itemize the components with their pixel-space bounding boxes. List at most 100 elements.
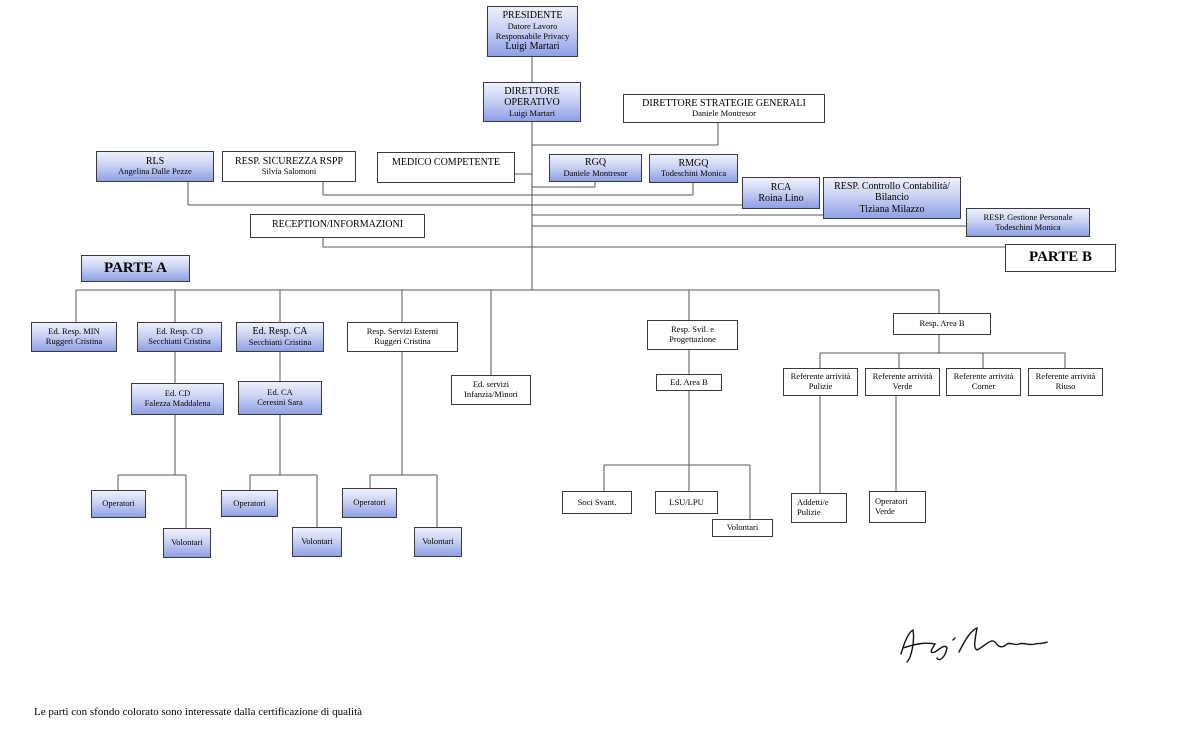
svil-title2: Progettazione bbox=[669, 334, 716, 344]
area-b-resp-title: Resp. Area B bbox=[919, 318, 965, 329]
parte-a-box: PARTE A bbox=[81, 255, 190, 282]
volontari-ca-label: Volontari bbox=[301, 536, 333, 547]
personale-title: RESP. Gestione Personale bbox=[983, 211, 1073, 222]
svil-box: Resp. Svil. e Progettazione bbox=[647, 320, 738, 350]
direttore-operativo-box: DIRETTORE OPERATIVO Luigi Martari bbox=[483, 82, 581, 122]
rmgq-title: RMGQ bbox=[678, 157, 709, 169]
contabilita-person: Tiziana Milazzo bbox=[859, 203, 925, 215]
ed-ca-title: Ed. CA bbox=[267, 387, 293, 398]
direttore-strategie-person: Daniele Montresor bbox=[692, 108, 756, 119]
ed-cd-person: Falezza Maddalena bbox=[144, 398, 211, 408]
svil-title1: Resp. Svil. e bbox=[671, 324, 714, 335]
parte-b-label: PARTE B bbox=[1029, 249, 1092, 266]
operatori-est-label: Operatori bbox=[353, 497, 386, 508]
ed-servizi-box: Ed. servizi Infanzia/Minori bbox=[451, 375, 531, 405]
direttore-operativo-person: Luigi Martari bbox=[508, 107, 556, 118]
personale-box: RESP. Gestione Personale Todeschini Moni… bbox=[966, 208, 1090, 237]
presidente-box: PRESIDENTE Datore Lavoro Responsabile Pr… bbox=[487, 6, 578, 57]
volontari-area-b-box: Volontari bbox=[712, 519, 773, 537]
ref-riuso-box: Referente arrività Riuso bbox=[1028, 368, 1103, 396]
ed-resp-ca-title: Ed. Resp. CA bbox=[252, 326, 308, 338]
lsu-box: LSU/LPU bbox=[655, 491, 718, 514]
ref-pulizie-area: Pulizie bbox=[808, 381, 833, 391]
signature bbox=[900, 626, 1048, 663]
presidente-person: Luigi Martari bbox=[505, 41, 560, 53]
ref-verde-area: Verde bbox=[892, 381, 913, 391]
presidente-role1: Datore Lavoro bbox=[507, 20, 558, 31]
rls-person: Angelina Dalle Pezze bbox=[118, 166, 192, 177]
operatori-verde-box: Operatori Verde bbox=[869, 491, 926, 523]
ed-resp-ca-box: Ed. Resp. CA Secchiatti Cristina bbox=[236, 322, 324, 352]
contabilita-box: RESP. Controllo Contabilità/ Bilancio Ti… bbox=[823, 177, 961, 219]
rmgq-box: RMGQ Todeschini Monica bbox=[649, 154, 738, 183]
ed-area-b-title: Ed. Area B bbox=[670, 376, 708, 387]
ref-corner-area: Corner bbox=[971, 381, 996, 391]
rmgq-person: Todeschini Monica bbox=[660, 168, 727, 179]
soci-box: Soci Svant. bbox=[562, 491, 632, 514]
rgq-box: RGQ Daniele Montresor bbox=[549, 154, 642, 182]
ref-verde-title: Referente arrività bbox=[872, 371, 933, 382]
operatori-cd-label: Operatori bbox=[102, 498, 135, 509]
rgq-title: RGQ bbox=[584, 157, 607, 169]
operatori-verde-title: Operatori bbox=[875, 496, 908, 507]
ed-cd-title: Ed. CD bbox=[164, 388, 191, 399]
addetti-box: Addetti/e Pulizie bbox=[791, 493, 847, 523]
soci-label: Soci Svant. bbox=[577, 496, 617, 507]
rca-person: Roina Lino bbox=[758, 193, 804, 204]
parte-a-label: PARTE A bbox=[104, 259, 167, 276]
operatori-verde-subtitle: Verde bbox=[875, 506, 895, 516]
parte-b-box: PARTE B bbox=[1005, 244, 1116, 272]
volontari-est-box: Volontari bbox=[414, 527, 462, 557]
personale-person: Todeschini Monica bbox=[995, 221, 1061, 232]
volontari-area-b-label: Volontari bbox=[726, 522, 759, 533]
rls-title: RLS bbox=[145, 155, 165, 167]
reception-box: RECEPTION/INFORMAZIONI bbox=[250, 214, 425, 238]
direttore-strategie-title: DIRETTORE STRATEGIE GENERALI bbox=[642, 97, 806, 109]
rca-box: RCA Roina Lino bbox=[742, 177, 820, 209]
rspp-person: Silvia Salomoni bbox=[261, 166, 317, 177]
footnote: Le parti con sfondo colorato sono intere… bbox=[34, 706, 363, 718]
medico-title: MEDICO COMPETENTE bbox=[391, 157, 501, 168]
ed-resp-min-box: Ed. Resp. MIN Ruggeri Cristina bbox=[31, 322, 117, 352]
contabilita-title2: Bilancio bbox=[875, 192, 909, 204]
direttore-operativo-title1: DIRETTORE bbox=[504, 85, 560, 97]
area-b-resp-box: Resp. Area B bbox=[893, 313, 991, 335]
operatori-ca-label: Operatori bbox=[233, 497, 266, 508]
ed-resp-cd-title: Ed. Resp. CD bbox=[156, 326, 203, 337]
addetti-title: Addetti/e bbox=[797, 497, 829, 508]
direttore-operativo-title2: OPERATIVO bbox=[504, 97, 560, 109]
ed-area-b-box: Ed. Area B bbox=[656, 374, 722, 391]
ed-servizi-subtitle: Infanzia/Minori bbox=[464, 389, 518, 399]
lsu-label: LSU/LPU bbox=[669, 496, 704, 507]
ref-pulizie-title: Referente arrività bbox=[790, 371, 851, 382]
direttore-strategie-box: DIRETTORE STRATEGIE GENERALI Daniele Mon… bbox=[623, 94, 825, 123]
rspp-box: RESP. SICUREZZA RSPP Silvia Salomoni bbox=[222, 151, 356, 182]
volontari-est-label: Volontari bbox=[422, 536, 454, 547]
rspp-title: RESP. SICUREZZA RSPP bbox=[234, 155, 344, 167]
operatori-ca-box: Operatori bbox=[221, 490, 278, 517]
presidente-role2: Responsabile Privacy bbox=[495, 30, 570, 41]
volontari-cd-box: Volontari bbox=[163, 528, 211, 558]
rls-box: RLS Angelina Dalle Pezze bbox=[96, 151, 214, 182]
ref-riuso-title: Referente arrività bbox=[1035, 371, 1096, 382]
ref-riuso-area: Riuso bbox=[1055, 381, 1076, 391]
ed-resp-min-title: Ed. Resp. MIN bbox=[48, 326, 100, 337]
ref-corner-box: Referente arrività Corner bbox=[946, 368, 1021, 396]
ed-ca-person: Ceresini Sara bbox=[257, 397, 303, 407]
ed-servizi-title: Ed. servizi bbox=[472, 379, 510, 390]
ref-verde-box: Referente arrività Verde bbox=[865, 368, 940, 396]
volontari-cd-label: Volontari bbox=[171, 537, 203, 548]
ed-resp-cd-box: Ed. Resp. CD Secchiatti Cristina bbox=[137, 322, 222, 352]
ed-resp-cd-person: Secchiatti Cristina bbox=[148, 336, 211, 346]
ed-ca-box: Ed. CA Ceresini Sara bbox=[238, 381, 322, 415]
ed-resp-ca-person: Secchiatti Cristina bbox=[248, 336, 312, 347]
rca-title: RCA bbox=[770, 181, 792, 193]
operatori-est-box: Operatori bbox=[342, 488, 397, 518]
operatori-cd-box: Operatori bbox=[91, 490, 146, 518]
servizi-esterni-box: Resp. Servizi Esterni Ruggeri Cristina bbox=[347, 322, 458, 352]
ed-cd-box: Ed. CD Falezza Maddalena bbox=[131, 383, 224, 415]
contabilita-title1: RESP. Controllo Contabilità/ bbox=[834, 180, 950, 192]
ref-corner-title: Referente arrività bbox=[953, 371, 1014, 382]
reception-title: RECEPTION/INFORMAZIONI bbox=[271, 219, 404, 230]
servizi-esterni-person: Ruggeri Cristina bbox=[374, 336, 431, 346]
